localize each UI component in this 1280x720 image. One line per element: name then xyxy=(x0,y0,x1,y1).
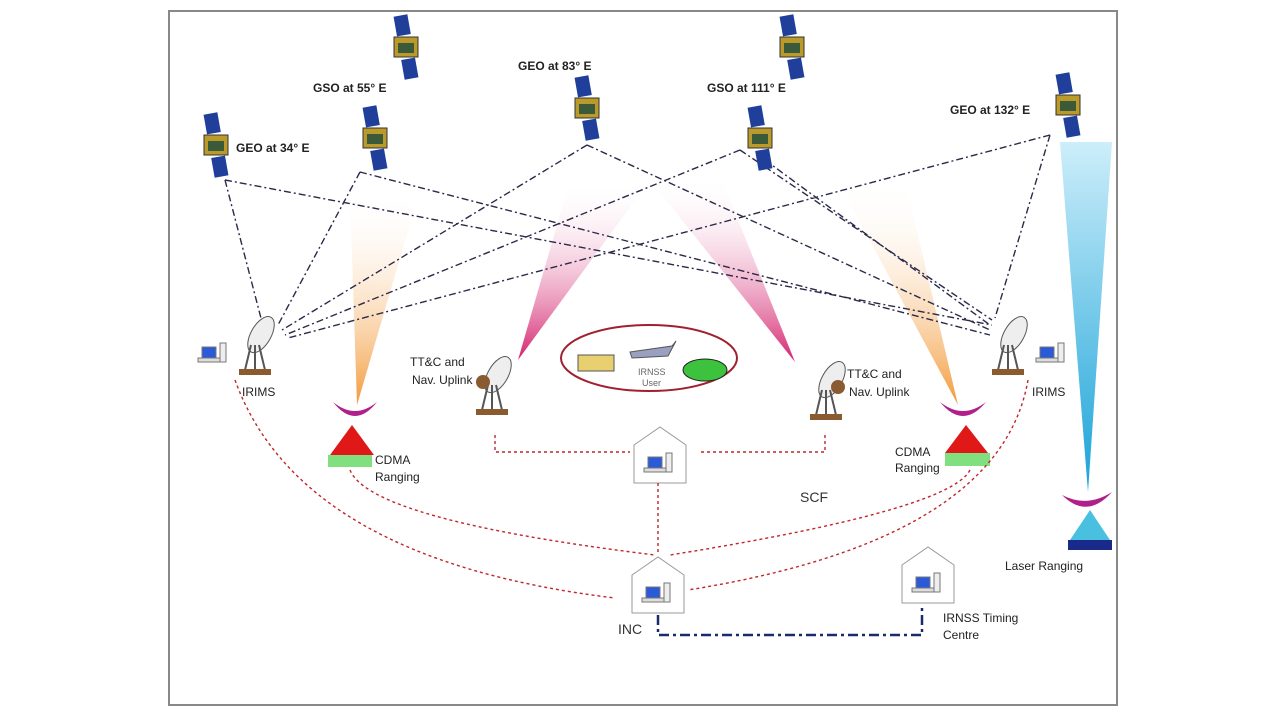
airplane-icon xyxy=(629,340,677,359)
uplink-beam-right xyxy=(650,175,795,362)
cdma-left-label-1: CDMA xyxy=(375,453,410,467)
timing-link xyxy=(656,605,924,637)
bus-icon xyxy=(577,354,615,372)
laser-label: Laser Ranging xyxy=(1005,559,1083,573)
sat-label-geo83: GEO at 83° E xyxy=(518,59,592,73)
cdma-station-icon xyxy=(945,425,988,453)
sat-label-geo132: GEO at 132° E xyxy=(950,103,1030,117)
ttc-left-label-2: Nav. Uplink xyxy=(412,373,473,387)
ground-links xyxy=(234,379,1029,599)
user-label-1: IRNSS xyxy=(638,367,666,377)
sat-label-gso111: GSO at 111° E xyxy=(707,81,786,95)
laser-base xyxy=(1068,540,1112,550)
cdma-right-label-1: CDMA xyxy=(895,445,930,459)
cdma-station-icon xyxy=(330,425,374,455)
timing-label-2: Centre xyxy=(943,628,979,642)
cdma-base xyxy=(328,455,372,467)
sat-label-geo34: GEO at 34° E xyxy=(236,141,310,155)
car-icon xyxy=(682,358,728,382)
uplink-beam-left xyxy=(518,180,650,360)
ttc-right-label-1: TT&C and xyxy=(847,367,902,381)
scf-label: SCF xyxy=(800,489,828,505)
laser-beam xyxy=(1060,142,1112,492)
cdma-beam-left xyxy=(350,190,420,405)
cdma-right-label-2: Ranging xyxy=(895,461,940,475)
ttc-left-label-1: TT&C and xyxy=(410,355,465,369)
irnss-user-ellipse xyxy=(560,324,738,392)
timing-label-1: IRNSS Timing xyxy=(943,611,1018,625)
user-label-2: User xyxy=(642,378,661,388)
ttc-right-label-2: Nav. Uplink xyxy=(849,385,910,399)
cdma-dish-icon xyxy=(333,402,377,416)
laser-dish-icon xyxy=(1062,492,1112,507)
cdma-beam-right xyxy=(840,180,958,405)
laser-station-icon xyxy=(1070,510,1110,540)
cdma-base xyxy=(945,453,990,466)
sat-label-gso55: GSO at 55° E xyxy=(313,81,387,95)
irims-left-label: IRIMS xyxy=(242,385,275,399)
inc-label: INC xyxy=(618,621,642,637)
satellite-links xyxy=(224,134,1051,339)
irims-right-label: IRIMS xyxy=(1032,385,1065,399)
cdma-dish-icon xyxy=(940,402,986,416)
cdma-left-label-2: Ranging xyxy=(375,470,420,484)
